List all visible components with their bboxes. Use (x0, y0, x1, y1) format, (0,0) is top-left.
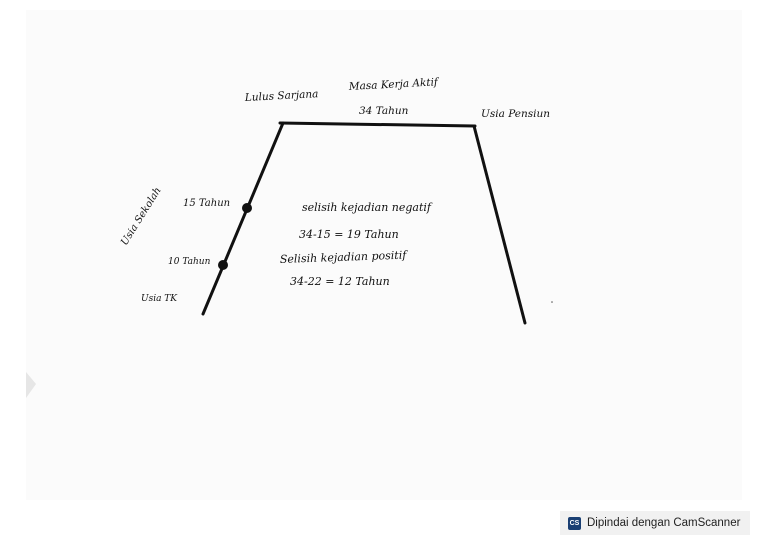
dot-15-tahun (242, 203, 252, 213)
label-masa-kerja-aktif: Masa Kerja Aktif (348, 76, 441, 93)
rising-line (201, 121, 285, 316)
dot-10-tahun (218, 260, 228, 270)
camscanner-logo-icon: CS (568, 516, 581, 530)
label-masa-kerja-years: 34 Tahun (359, 105, 409, 117)
label-15-tahun: 15 Tahun (183, 198, 230, 209)
note-calc-negatif: 34-15 = 19 Tahun (299, 228, 399, 241)
watermark-text: Dipindai dengan CamScanner (587, 517, 741, 529)
scanned-page (26, 10, 742, 500)
falling-line (472, 124, 527, 325)
label-10-tahun: 10 Tahun (168, 257, 211, 267)
note-calc-positif: 34-22 = 12 Tahun (290, 275, 390, 288)
speck (551, 301, 553, 303)
label-usia-sekolah: Usia Sekolah (119, 185, 163, 247)
note-selisih-positif: Selisih kejadian positif (280, 249, 409, 266)
page-fold-shadow (26, 372, 36, 398)
camscanner-watermark: CS Dipindai dengan CamScanner (560, 511, 751, 535)
top-line (278, 121, 477, 128)
label-usia-tk: Usia TK (141, 294, 178, 304)
note-selisih-negatif: selisih kejadian negatif (302, 201, 433, 214)
label-usia-pensiun: Usia Pensiun (481, 108, 550, 120)
label-lulus-sarjana: Lulus Sarjana (244, 88, 319, 104)
